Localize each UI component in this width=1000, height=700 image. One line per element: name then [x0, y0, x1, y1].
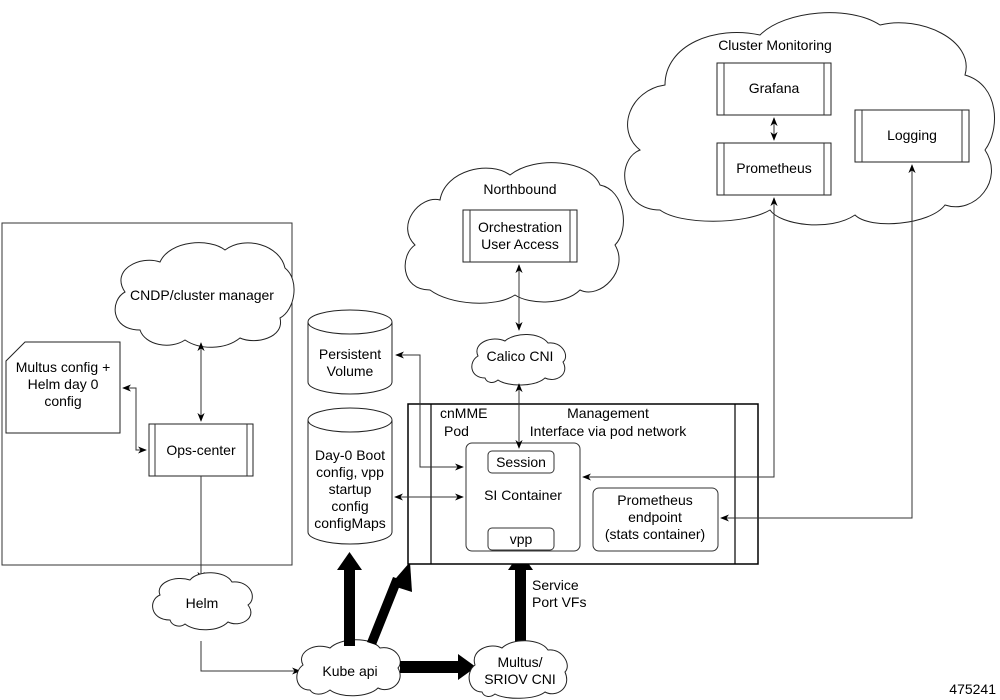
calico-label: Calico CNI [487, 348, 554, 364]
thick-arrows [337, 552, 533, 680]
multus-sriov-cloud [468, 640, 568, 699]
day0-label-4: config [331, 498, 368, 514]
kube-api-multus-arrow [400, 661, 460, 673]
management-label-2: Interface via pod network [530, 423, 687, 439]
helm-kube-api-edge [200, 641, 301, 675]
prometheus-label: Prometheus [736, 160, 811, 176]
grafana-label: Grafana [749, 80, 800, 96]
day0-label-2: config, vpp [316, 464, 384, 480]
helm-cloud [152, 572, 253, 631]
session-box: Session [487, 450, 555, 474]
endpoint-logging-edge [720, 164, 916, 522]
si-container-label: SI Container [484, 487, 562, 503]
orchestration-label-2: User Access [481, 236, 559, 252]
kube-api-day0-arrow [344, 568, 355, 646]
multus-sriov-label-1: Multus/ [497, 654, 542, 670]
ops-center-box: Ops-center [148, 423, 254, 477]
prometheus-box: Prometheus [716, 142, 832, 196]
multus-config-label-2: Helm day 0 [28, 376, 99, 392]
ops-center-label: Ops-center [166, 442, 236, 458]
ops-center-multus-config-edge [122, 384, 147, 454]
orchestration-box: Orchestration User Access [462, 209, 578, 263]
logging-box: Logging [854, 109, 970, 163]
persistent-volume-cylinder: Persistent Volume [307, 309, 393, 395]
logging-label: Logging [887, 127, 937, 143]
grafana-box: Grafana [716, 62, 832, 116]
multus-config-label-3: config [44, 393, 81, 409]
cnmme-pod-label-1: cnMME [440, 405, 487, 421]
multus-sriov-label-2: SRIOV CNI [484, 671, 556, 687]
day0-label-5: configMaps [314, 515, 386, 531]
management-label-1: Management [567, 405, 649, 421]
calico-cloud [471, 334, 567, 386]
persistent-volume-si-edge [395, 351, 464, 471]
northbound-label: Northbound [483, 181, 556, 197]
day0-label-1: Day-0 Boot [315, 447, 385, 463]
multus-vpp-arrow [515, 568, 526, 646]
kube-api-cloud [296, 639, 401, 697]
persistent-volume-label-2: Volume [327, 363, 374, 379]
cnmme-pod-label-2: Pod [444, 423, 469, 439]
vpp-box: vpp [487, 527, 555, 551]
vpp-label: vpp [510, 531, 533, 547]
helm-label: Helm [186, 595, 219, 611]
cndp-cloud [114, 242, 295, 348]
kube-api-label: Kube api [322, 663, 377, 679]
figure-id: 475241 [949, 681, 996, 697]
orchestration-label-1: Orchestration [478, 219, 562, 235]
day0-label-3: startup [329, 481, 372, 497]
day0-configmaps-cylinder: Day-0 Boot config, vpp startup config co… [307, 407, 393, 545]
prometheus-endpoint-box: Prometheus endpoint (stats container) [592, 487, 719, 552]
cndp-label: CNDP/cluster manager [130, 287, 274, 303]
service-port-label-1: Service [532, 577, 579, 593]
persistent-volume-label-1: Persistent [319, 346, 381, 362]
kube-api-pod-arrow [367, 577, 402, 645]
service-port-label-2: Port VFs [532, 594, 586, 610]
session-label: Session [496, 454, 546, 470]
multus-config-card: Multus config + Helm day 0 config [5, 341, 121, 434]
ops-center-group-frame [1, 222, 293, 566]
prom-endpoint-label-1: Prometheus [617, 492, 692, 508]
prom-endpoint-label-3: (stats container) [605, 526, 705, 542]
cluster-monitoring-label: Cluster Monitoring [718, 37, 832, 53]
prom-endpoint-label-2: endpoint [628, 509, 682, 525]
multus-config-label-1: Multus config + [16, 359, 111, 375]
